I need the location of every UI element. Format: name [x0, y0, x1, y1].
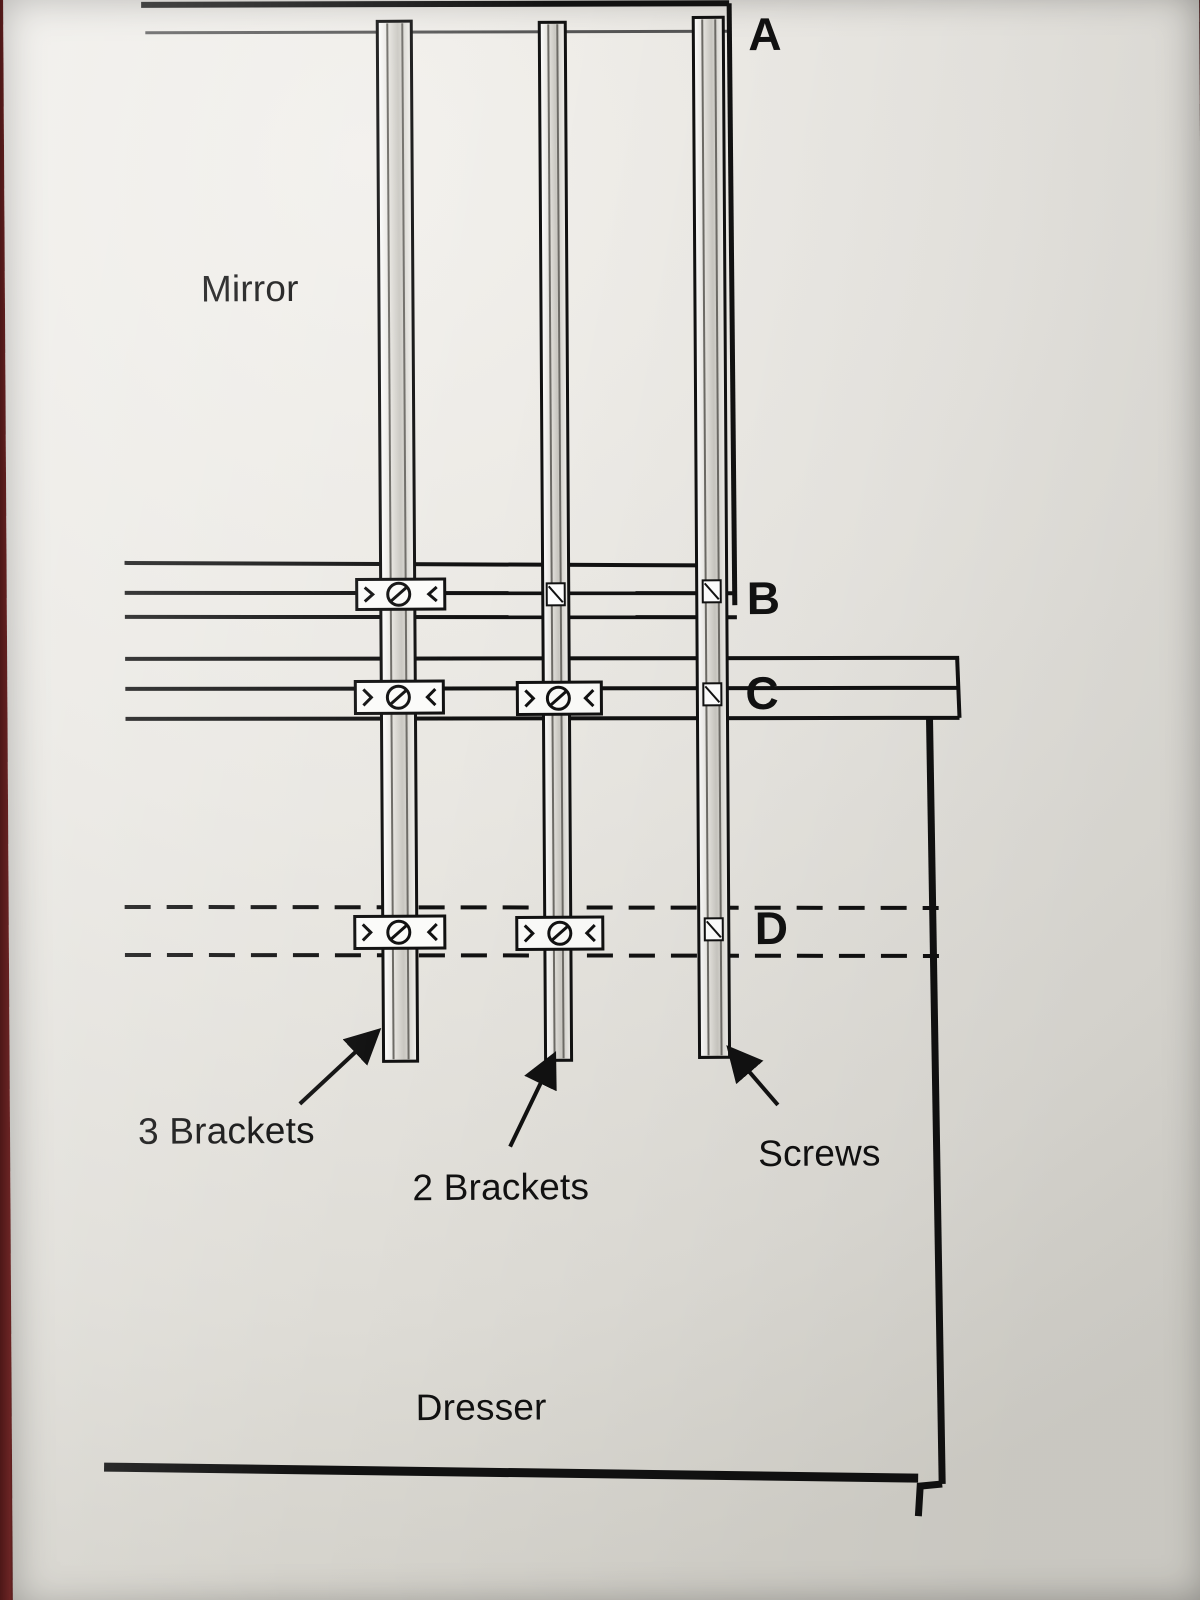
- screw-row-b-middle: [545, 582, 566, 607]
- middle-rail: [537, 20, 574, 1062]
- callout-arrow-2-brackets: [508, 1051, 557, 1148]
- mirror-panel-outline: [124, 0, 738, 620]
- bracket-row-c-left: [353, 679, 445, 716]
- right-rail: [691, 15, 732, 1059]
- screw-row-b-right: [701, 579, 722, 604]
- label-row-a: A: [748, 7, 782, 61]
- bracket-row-d-left: [353, 914, 447, 951]
- callout-arrow-screws: [726, 1045, 780, 1107]
- label-dresser: Dresser: [415, 1386, 547, 1429]
- label-row-c: C: [745, 666, 779, 720]
- label-row-b: B: [746, 571, 781, 625]
- diagram-drawing: [104, 0, 962, 1517]
- label-mirror: Mirror: [200, 267, 299, 310]
- paper-sheet: Mirror A B C D 3 Brackets 2 Brackets Scr…: [3, 0, 1200, 1600]
- row-d-dashed-guides: [124, 904, 939, 958]
- label-row-d: D: [754, 901, 789, 955]
- label-screws: Screws: [758, 1132, 881, 1175]
- screw-row-c-right: [702, 682, 723, 707]
- bracket-row-d-middle: [515, 915, 605, 952]
- label-2-brackets: 2 Brackets: [412, 1166, 590, 1209]
- label-3-brackets: 3 Brackets: [137, 1109, 315, 1152]
- dresser-body-outline: [104, 717, 946, 1517]
- bracket-row-c-middle: [515, 680, 603, 717]
- screw-row-d-right: [703, 917, 724, 942]
- callout-arrow-3-brackets: [298, 1027, 382, 1106]
- left-rail: [375, 19, 420, 1063]
- bracket-row-b-left: [355, 577, 447, 612]
